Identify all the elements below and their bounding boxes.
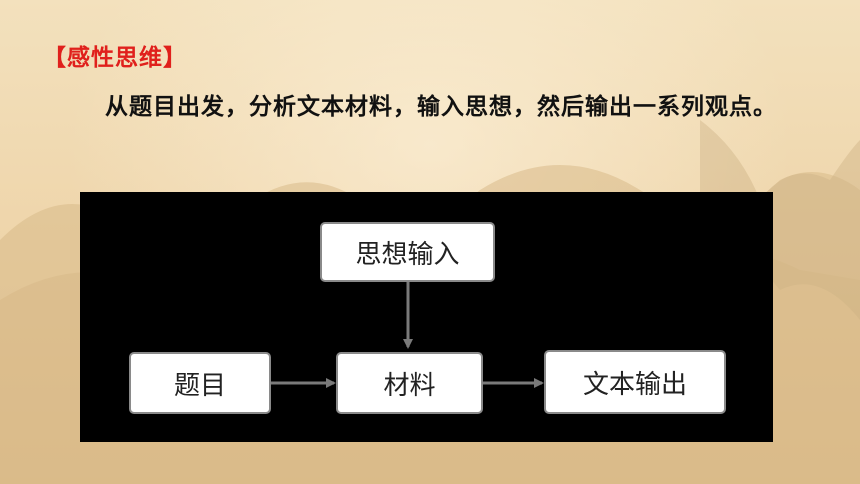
node-thought-input: 思想输入 [320,222,495,282]
node-material: 材料 [336,352,483,414]
node-topic: 题目 [129,352,271,414]
intro-paragraph: 从题目出发，分析文本材料，输入思想，然后输出一系列观点。 [105,94,777,120]
flow-diagram: 思想输入 题目 材料 文本输出 [80,192,773,442]
section-title: 【感性思维】 [43,45,187,71]
diagram-arrows [271,282,544,388]
node-text-output: 文本输出 [544,350,726,414]
